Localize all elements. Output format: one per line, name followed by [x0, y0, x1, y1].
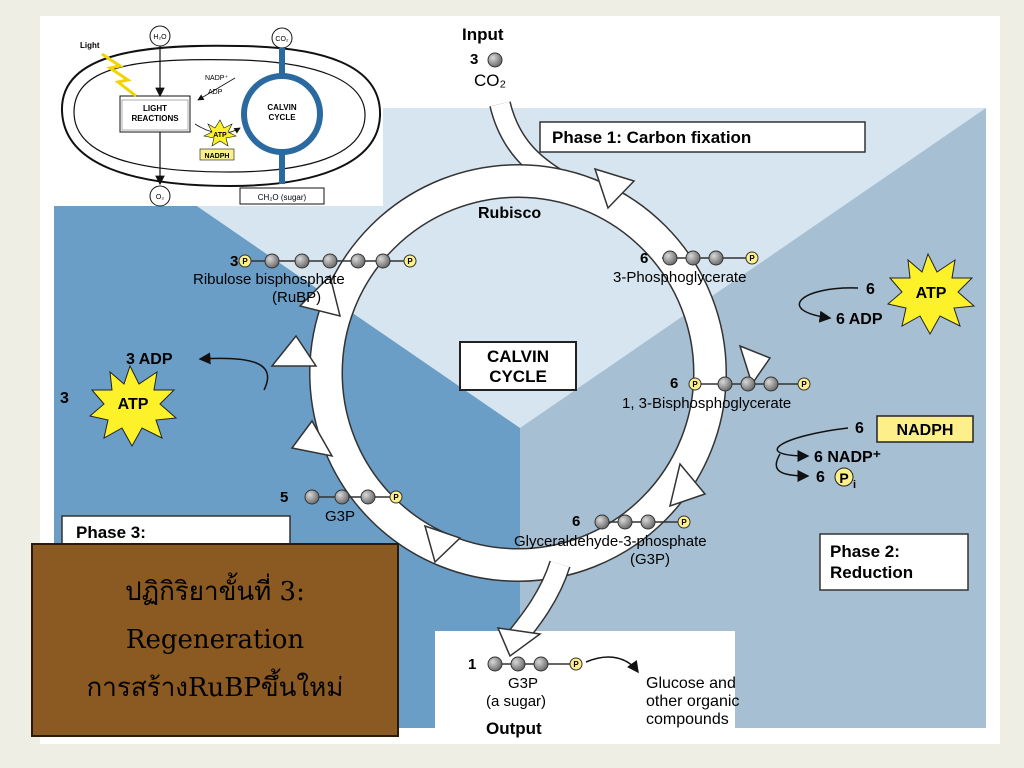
svg-text:P: P [407, 257, 413, 266]
output-molecule: 1 P [468, 656, 583, 673]
ring-arrow-3 [668, 462, 707, 508]
output-dest2: other organic [646, 693, 739, 710]
bpg-name: 1, 3-Bisphosphoglycerate [622, 395, 791, 412]
inset-calvin-1: CALVIN [267, 103, 296, 112]
center-label-1: CALVIN [487, 347, 549, 366]
chloroplast-inset: LIGHT REACTIONS Light H₂O O₂ CO₂ CALVIN … [48, 18, 383, 207]
inset-calvin-ring [241, 73, 323, 155]
g3p-bottom-name2: (G3P) [630, 551, 670, 568]
inset-co2: CO₂ [275, 36, 289, 43]
output-background [435, 631, 735, 744]
ring-arrow-1 [593, 167, 636, 210]
nadph-right-nadp: 6 NADP⁺ [814, 449, 881, 466]
input-label: Input [462, 25, 504, 44]
svg-text:P: P [692, 380, 698, 389]
inset-nadp: NADP⁺ [205, 75, 228, 82]
ring-arrow-5 [290, 419, 334, 458]
caption-line3: การสร้างRuBPขึ้นใหม่ [86, 673, 344, 703]
nadph-right-pi: P [839, 470, 848, 486]
phase2-line2: Reduction [830, 563, 913, 582]
svg-text:6: 6 [572, 513, 580, 530]
caption-line1: ปฏิกิริยาขั้นที่ 3: [125, 577, 305, 607]
atp-right-count: 6 [866, 281, 875, 298]
svg-text:5: 5 [280, 489, 288, 506]
svg-text:6: 6 [640, 250, 648, 267]
nadph-right-label: NADPH [897, 422, 954, 439]
pg3-name: 3-Phosphoglycerate [613, 269, 746, 286]
output-name2: (a sugar) [486, 693, 546, 710]
phase3-label: Phase 3: [76, 523, 146, 542]
slide: LIGHT REACTIONS Light H₂O O₂ CO₂ CALVIN … [40, 16, 1000, 744]
rubp-name2: (RuBP) [272, 289, 321, 306]
pg3-molecule: 6 P [640, 250, 759, 267]
nadph-right-pi-count: 6 [816, 469, 825, 486]
g3p-left-molecule: 5 P [280, 489, 403, 506]
inset-atp: ATP [213, 132, 227, 139]
calvin-ring [310, 165, 726, 581]
nadph-right-count: 6 [855, 420, 864, 437]
atp-right-burst-icon [886, 252, 976, 336]
inset-nadph: NADPH [205, 153, 230, 160]
svg-text:P: P [573, 660, 579, 669]
atp-left-count: 3 [60, 390, 69, 407]
inset-light-label: Light [80, 41, 100, 50]
phase2-line1: Phase 2: [830, 542, 900, 561]
svg-text:P: P [801, 380, 807, 389]
output-dest3: compounds [646, 711, 729, 728]
input-molecule: CO₂ [474, 71, 506, 90]
ring-arrow-4 [423, 524, 462, 564]
ring-arrow-7 [298, 274, 342, 318]
svg-text:1: 1 [468, 656, 476, 673]
svg-text:6: 6 [670, 375, 678, 392]
svg-text:P: P [242, 257, 248, 266]
thai-caption-box: ปฏิกิริยาขั้นที่ 3: Regeneration การสร้า… [31, 543, 399, 737]
atp-right-adp: 6 ADP [836, 311, 883, 328]
bpg-molecule: 6 P P [670, 375, 811, 392]
center-label-2: CYCLE [489, 367, 547, 386]
output-name1: G3P [508, 675, 538, 692]
phase1-label: Phase 1: Carbon fixation [552, 128, 751, 147]
ring-arrow-6 [270, 334, 318, 367]
rubp-molecule: 3 P P [230, 253, 417, 270]
inset-atp-burst-icon [203, 119, 237, 147]
output-dest1: Glucose and [646, 675, 736, 692]
inset-sugar: CH₂O (sugar) [258, 193, 307, 202]
input-count: 3 [470, 51, 478, 68]
atp-right-label: ATP [916, 285, 947, 302]
svg-text:P: P [749, 254, 755, 263]
svg-text:3: 3 [230, 253, 238, 270]
inset-o2: O₂ [156, 194, 164, 201]
light-zigzag-icon [101, 52, 137, 98]
rubisco-label: Rubisco [478, 205, 541, 222]
g3p-bottom-name1: Glyceraldehyde-3-phosphate [514, 533, 707, 550]
svg-text:P: P [681, 518, 687, 527]
g3p-bottom-molecule: 6 P [572, 513, 691, 530]
ring-arrow-2 [738, 344, 772, 386]
output-arrow-head [496, 627, 542, 658]
nadph-right-pi-sub: i [853, 479, 856, 491]
g3p-left-name: G3P [325, 508, 355, 525]
rubp-name1: Ribulose bisphosphate [193, 271, 345, 288]
output-label: Output [486, 719, 542, 738]
calvin-cycle-diagram: LIGHT REACTIONS Light H₂O O₂ CO₂ CALVIN … [48, 18, 986, 744]
atp-left-label: ATP [118, 396, 149, 413]
inset-h2o: H₂O [153, 34, 167, 41]
inset-calvin-2: CYCLE [268, 113, 296, 122]
caption-line2: Regeneration [125, 625, 305, 655]
atp-left-burst-icon [88, 364, 178, 448]
inset-light-reactions-2: REACTIONS [131, 114, 179, 123]
inset-adp: ADP [208, 89, 223, 96]
inset-light-reactions-1: LIGHT [143, 104, 167, 113]
atp-left-adp: 3 ADP [126, 351, 173, 368]
svg-text:P: P [393, 493, 399, 502]
